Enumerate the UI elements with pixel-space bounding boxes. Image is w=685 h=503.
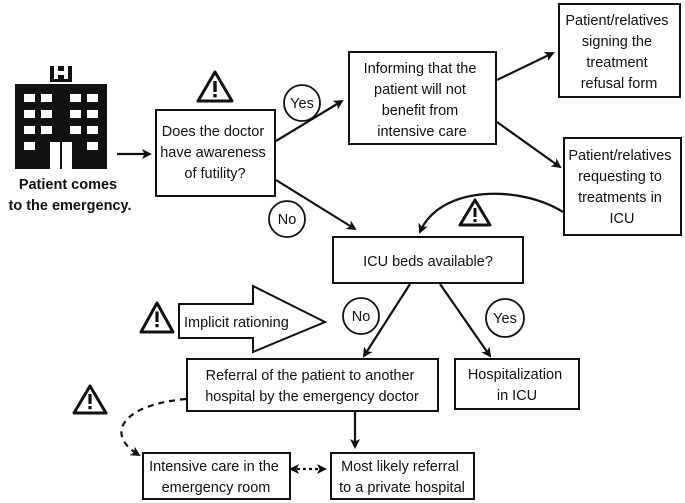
- er-care-node: Intensive care in the emergency room: [142, 452, 291, 500]
- awareness-to-informing-arrow: [275, 99, 344, 142]
- refusal-form-node: Patient/relatives signing the treatment …: [558, 3, 681, 98]
- no-answer-beds: No: [342, 297, 380, 335]
- awareness-line-2: have awareness: [160, 145, 266, 161]
- requesting-line-4: ICU: [610, 211, 635, 227]
- informing-to-requesting-arrow: [496, 121, 562, 169]
- refusal-line-4: refusal form: [581, 76, 658, 92]
- svg-text:Most likely referral to: Most likely referral to a private hospit…: [339, 459, 465, 496]
- requesting-to-icu-beds-arrow: [418, 192, 564, 234]
- er-care-line-1: Intensive care in the: [149, 459, 279, 475]
- er-care-line-2: emergency room: [162, 480, 271, 496]
- refusal-line-3: treatment: [586, 55, 647, 71]
- referral-to-er-care-dashed-arrow: [120, 397, 187, 457]
- icu-beds-to-hospitalization-arrow: [439, 283, 492, 358]
- no-answer-awareness: No: [268, 200, 306, 238]
- svg-text:Patient/relatives reques: Patient/relatives requesting to treatmen…: [568, 148, 675, 227]
- hospitalization-node: Hospitalization in ICU: [454, 358, 580, 410]
- warning-triangle-icon: [458, 198, 492, 227]
- requesting-line-1: Patient/relatives: [568, 148, 671, 164]
- requesting-line-2: requesting to: [578, 169, 662, 185]
- implicit-rationing-arrow: Implicit rationing: [178, 284, 328, 354]
- svg-text:Intensive care in the em: Intensive care in the emergency room: [149, 459, 283, 496]
- informing-to-refusal-arrow: [496, 51, 555, 81]
- yes-beds-label: Yes: [493, 311, 517, 327]
- warning-triangle-icon: [72, 384, 108, 415]
- requesting-node: Patient/relatives requesting to treatmen…: [563, 137, 682, 236]
- yes-answer-awareness: Yes: [283, 84, 321, 122]
- referral-line-2: hospital by the emergency doctor: [205, 389, 419, 405]
- informing-line-2: patient will not: [374, 82, 466, 98]
- awareness-line-3: of futility?: [184, 166, 245, 182]
- start-label-line-1: Patient comes: [19, 177, 117, 193]
- svg-text:Hospitalization in ICU: Hospitalization in ICU: [468, 367, 566, 404]
- svg-text:Referral of the patient to ano: Referral of the patient to another hospi…: [205, 368, 419, 405]
- awareness-line-1: Does the doctor: [162, 124, 265, 140]
- private-line-2: to a private hospital: [339, 480, 465, 496]
- start-label: Patient comes to the emergency.: [8, 177, 131, 214]
- awareness-node: Does the doctor have awareness of futili…: [155, 109, 276, 197]
- yes-awareness-label: Yes: [290, 96, 314, 112]
- hospitalization-line-1: Hospitalization: [468, 367, 562, 383]
- no-awareness-label: No: [278, 212, 297, 228]
- informing-line-1: Informing that the: [364, 61, 477, 77]
- refusal-line-1: Patient/relatives: [565, 13, 668, 29]
- hospital-icon: [15, 66, 107, 169]
- icu-beds-label: ICU beds available?: [363, 254, 493, 270]
- informing-line-3: benefit from: [382, 103, 459, 119]
- requesting-line-3: treatments in: [578, 190, 662, 206]
- start-label-line-2: to the emergency.: [8, 198, 131, 214]
- private-line-1: Most likely referral: [341, 459, 459, 475]
- svg-text:Informing that the patie: Informing that the patient will not bene…: [364, 61, 481, 140]
- informing-line-4: intensive care: [377, 124, 466, 140]
- svg-text:Patient/relatives signin: Patient/relatives signing the treatment …: [565, 13, 672, 92]
- hospitalization-line-2: in ICU: [497, 388, 537, 404]
- awareness-to-icu-beds-arrow: [275, 179, 357, 231]
- svg-text:Does the doctor have awa: Does the doctor have awareness of futili…: [160, 124, 270, 182]
- warning-triangle-icon: [139, 301, 175, 334]
- referral-line-1: Referral of the patient to another: [206, 368, 415, 384]
- informing-node: Informing that the patient will not bene…: [348, 51, 497, 145]
- implicit-rationing-label: Implicit rationing: [184, 315, 289, 331]
- private-referral-node: Most likely referral to a private hospit…: [330, 452, 475, 500]
- yes-answer-beds: Yes: [485, 298, 525, 338]
- no-beds-label: No: [352, 309, 371, 325]
- refusal-line-2: signing the: [582, 34, 652, 50]
- referral-other-node: Referral of the patient to another hospi…: [186, 358, 439, 412]
- warning-triangle-icon: [196, 70, 234, 103]
- icu-beds-to-referral-arrow: [362, 283, 411, 358]
- icu-beds-node: ICU beds available?: [332, 236, 524, 284]
